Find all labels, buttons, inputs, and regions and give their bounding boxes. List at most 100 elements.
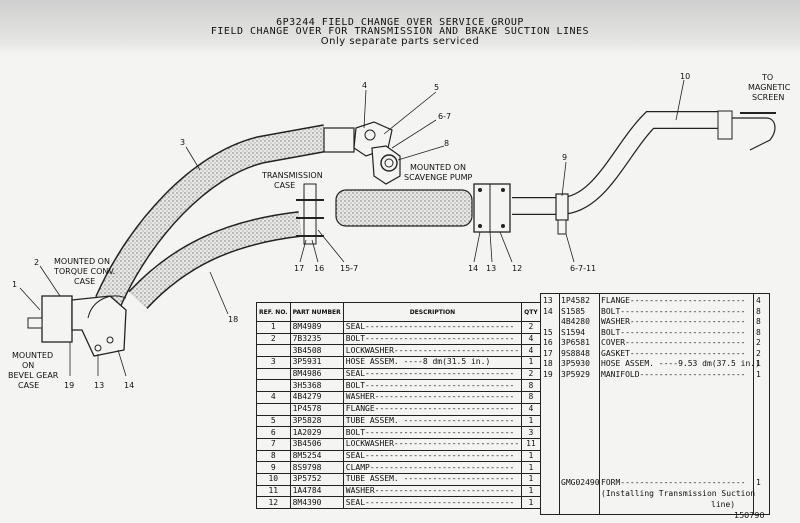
- ref-no-cell: 3: [256, 356, 291, 369]
- description-cell: TUBE ASSEM. -----------------------: [342, 414, 523, 428]
- callout-16: 16: [314, 264, 324, 273]
- part-number-cell: 3B4506: [289, 437, 344, 451]
- qty-cell: 1: [756, 369, 761, 379]
- part-number-cell: 3P6581: [561, 338, 590, 347]
- part-number-cell: S1585: [561, 306, 586, 316]
- ref-no-cell: 8: [256, 449, 291, 463]
- description-cell: HOSE ASSEM. ----8 dm(31.5 in.): [342, 356, 523, 369]
- ref-no-cell: [256, 402, 291, 416]
- description-cell: SEAL-------------------------------: [342, 449, 523, 463]
- description-cell: WASHER-----------------------------: [342, 484, 523, 498]
- part-number-cell: 3H5368: [289, 379, 344, 393]
- callout-4: 4: [362, 81, 367, 90]
- description-cell: WASHER------------------------: [601, 317, 746, 326]
- svg-text:MOUNTED ON: MOUNTED ON: [54, 257, 110, 266]
- part-number-cell: 4B4279: [289, 391, 344, 404]
- description-cell: BOLT--------------------------: [601, 327, 746, 337]
- svg-text:BEVEL GEAR: BEVEL GEAR: [8, 371, 59, 380]
- callout-1: 1: [12, 280, 17, 289]
- form-part-number: GMG02490: [561, 478, 600, 487]
- part-number-cell: 3P5931: [289, 356, 344, 369]
- ref-no-cell: 6: [256, 426, 291, 439]
- qty-cell: 2: [756, 338, 761, 347]
- ref-no-cell: [256, 379, 291, 393]
- ref-no-cell: 12: [256, 496, 291, 509]
- qty-cell: 4: [521, 332, 541, 346]
- ref-no-cell: 9: [256, 461, 291, 474]
- callout-6-7: 6-7: [438, 112, 451, 121]
- leader-lines: [19, 79, 685, 377]
- divider: [599, 294, 600, 514]
- caption-scavenge-pump: MOUNTED ON SCAVENGE PUMP: [404, 163, 473, 182]
- caption-torque-conv: MOUNTED ON TORQUE CONV. CASE: [53, 257, 115, 286]
- divider: [559, 294, 560, 514]
- manifold-19: [27, 295, 127, 357]
- qty-cell: 1: [521, 461, 541, 474]
- qty-cell: 4: [756, 296, 761, 305]
- qty-cell: 8: [521, 391, 541, 404]
- description-cell: GASKET------------------------: [601, 348, 746, 358]
- flange-13-12: [473, 183, 511, 233]
- ref-no-cell: 18: [543, 359, 553, 368]
- caption-transmission-case: TRANSMISSION CASE: [261, 171, 323, 190]
- col-ref-no: REF. NO.: [256, 302, 291, 322]
- ref-no-cell: [256, 344, 291, 358]
- ref-no-cell: 19: [543, 369, 553, 379]
- part-number-cell: 8M4989: [289, 321, 344, 334]
- qty-cell: 1: [521, 472, 541, 486]
- col-description: DESCRIPTION: [342, 302, 523, 322]
- description-cell: LOCKWASHER--------------------------: [342, 437, 523, 451]
- callout-13-right: 13: [486, 264, 496, 273]
- qty-cell: 4: [521, 402, 541, 416]
- table-row-form-note: (Installing Transmission Suction: [541, 489, 769, 500]
- description-cell: MANIFOLD----------------------: [601, 369, 746, 379]
- form-note-1: (Installing Transmission Suction: [601, 489, 756, 498]
- svg-text:MOUNTED: MOUNTED: [12, 351, 53, 360]
- qty-cell: 2: [521, 321, 541, 334]
- ref-no-cell: 7: [256, 437, 291, 451]
- svg-text:CASE: CASE: [74, 277, 95, 286]
- description-cell: BOLT--------------------------: [601, 306, 746, 316]
- form-description: FORM--------------------------: [601, 478, 746, 487]
- hose-18: [128, 211, 302, 309]
- drawing-number: 150790: [734, 511, 765, 520]
- description-cell: BOLT-------------------------------: [342, 426, 523, 439]
- callout-17: 17: [294, 264, 304, 273]
- svg-text:TORQUE CONV.: TORQUE CONV.: [53, 267, 115, 276]
- title-line-1: 6P3244 FIELD CHANGE OVER SERVICE GROUP: [276, 17, 524, 28]
- qty-cell: 8: [756, 317, 761, 326]
- svg-text:SCAVENGE PUMP: SCAVENGE PUMP: [404, 173, 473, 182]
- qty-cell: 2: [756, 348, 761, 358]
- part-number-cell: 8M4390: [289, 496, 344, 509]
- part-number-cell: 8M5254: [289, 449, 344, 463]
- qty-cell: 8: [756, 306, 761, 316]
- ref-no-cell: 11: [256, 484, 291, 498]
- description-cell: HOSE ASSEM. ----9.53 dm(37.5 in.): [601, 359, 760, 368]
- hose-middle: [335, 189, 473, 227]
- title-line-3: Only separate parts serviced: [320, 36, 480, 47]
- part-number-cell: 3P5828: [289, 414, 344, 428]
- callout-6-7-11: 6-7-11: [570, 264, 596, 273]
- description-cell: FLANGE------------------------: [601, 296, 746, 305]
- description-cell: BOLT-------------------------------: [342, 332, 523, 346]
- description-cell: WASHER-----------------------------: [342, 391, 523, 404]
- qty-cell: 1: [521, 484, 541, 498]
- part-number-cell: 9S8848: [561, 348, 590, 358]
- tube-10: [512, 110, 776, 215]
- form-note-2: line): [711, 500, 736, 509]
- description-cell: CLAMP------------------------------: [342, 461, 523, 474]
- part-number-cell: S1594: [561, 327, 586, 337]
